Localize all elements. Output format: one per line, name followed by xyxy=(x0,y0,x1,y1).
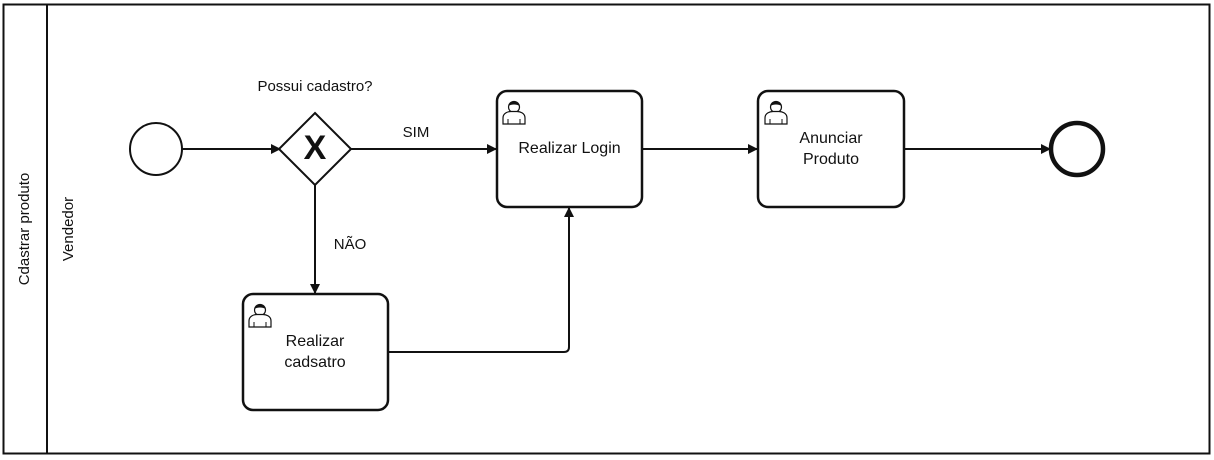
flow-label-sim: SIM xyxy=(403,124,430,141)
gateway-label: Possui cadastro? xyxy=(257,78,372,95)
flow-register-to-login[interactable] xyxy=(388,207,574,353)
end-event[interactable] xyxy=(1048,120,1106,178)
gateway-x-icon: X xyxy=(304,129,327,167)
task-announce-line2: Produto xyxy=(803,151,859,168)
task-announce-line1: Anunciar xyxy=(799,130,863,147)
task-register-line2: cadsatro xyxy=(284,354,345,371)
flow-label-nao: NÃO xyxy=(334,236,367,253)
task-login-label: Realizar Login xyxy=(518,140,620,157)
task-realizar-cadastro[interactable]: Realizar cadsatro xyxy=(241,292,390,412)
pool-label: Cdastrar produto xyxy=(16,173,33,286)
pool-border xyxy=(2,3,1211,455)
lane-label: Vendedor xyxy=(60,197,77,261)
exclusive-gateway[interactable]: X xyxy=(277,111,353,187)
start-event[interactable] xyxy=(129,122,183,176)
task-anunciar-produto[interactable]: Anunciar Produto xyxy=(756,89,906,209)
task-realizar-login[interactable]: Realizar Login xyxy=(495,89,644,209)
task-register-line1: Realizar xyxy=(286,333,345,350)
